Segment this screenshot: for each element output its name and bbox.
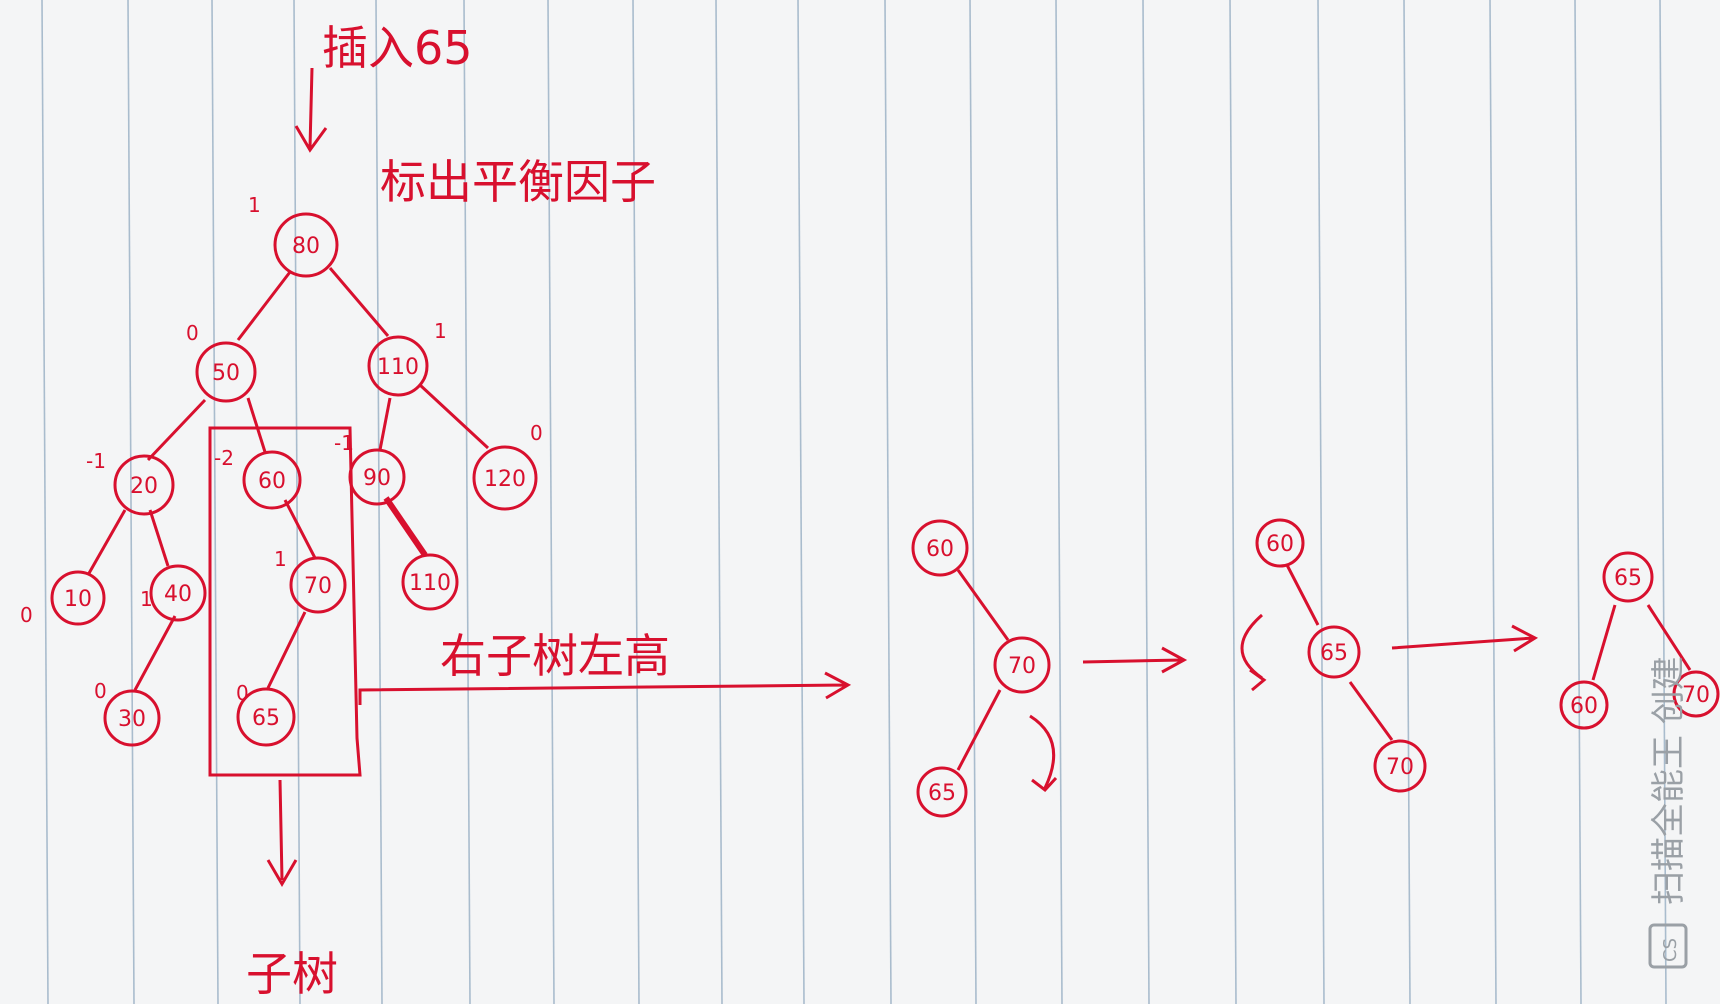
tree-edges (86, 267, 490, 691)
svg-text:20: 20 (130, 474, 158, 499)
tree-node-65: 65 0 (236, 681, 296, 747)
svg-text:65: 65 (252, 706, 280, 731)
notebook-rule-line (375, 0, 383, 1004)
notebook-rule-line (1574, 0, 1582, 1004)
step2-node-60: 60 (1255, 518, 1305, 568)
notebook-rule-line (1659, 0, 1667, 1004)
notebook-rule-line (1317, 0, 1325, 1004)
balance-factor: 0 (186, 321, 199, 345)
svg-text:70: 70 (1682, 683, 1710, 708)
tree-node-70: 70 1 (274, 547, 347, 614)
balance-factor: 0 (20, 603, 33, 627)
svg-text:110: 110 (377, 355, 419, 380)
step1-node-65: 65 (916, 766, 968, 818)
svg-text:50: 50 (212, 361, 240, 386)
tree-node-40: 40 1 (140, 564, 207, 622)
step1-edges (956, 569, 1058, 793)
notebook-rule-line (463, 0, 471, 1004)
notebook-rule-line (1142, 0, 1150, 1004)
tree-node-90: 90 -1 (334, 431, 406, 506)
step3-node-65: 65 (1602, 551, 1654, 603)
step1-node-60: 60 (911, 519, 969, 577)
notebook-rule-line (293, 0, 301, 1004)
balance-factor: -1 (334, 431, 354, 455)
tree-node-30: 30 0 (94, 679, 161, 747)
right-arrow-icon (1082, 646, 1188, 674)
right-subtree-annotation: 右子树左高 (440, 629, 670, 683)
step2-node-65: 65 (1307, 625, 1361, 679)
svg-text:90: 90 (363, 466, 391, 491)
svg-text:60: 60 (1266, 532, 1294, 557)
balance-factor: 0 (236, 681, 249, 705)
notebook-rule-line (632, 0, 640, 1004)
tree-node-110: 110 1 (367, 319, 447, 397)
svg-text:65: 65 (1614, 566, 1642, 591)
step1-node-70: 70 (993, 636, 1051, 694)
svg-text:CS: CS (1660, 938, 1681, 962)
step3-edges (1591, 604, 1692, 681)
notebook-rule-line (1229, 0, 1237, 1004)
down-arrow-icon (266, 779, 298, 887)
svg-text:80: 80 (292, 234, 320, 259)
balance-factor: 0 (94, 679, 107, 703)
tree-node-80: 80 1 (248, 193, 339, 278)
balance-factor: -2 (214, 446, 234, 470)
step3-node-60: 60 (1559, 680, 1609, 730)
notebook-rule-line (127, 0, 135, 1004)
svg-text:40: 40 (164, 582, 192, 607)
unbalanced-subtree-box (208, 426, 362, 777)
balance-factor: 1 (274, 547, 287, 571)
svg-text:10: 10 (64, 587, 92, 612)
notebook-rule-line (884, 0, 892, 1004)
notebook-rule-line (211, 0, 219, 1004)
tree-node-50: 50 0 (186, 321, 257, 403)
insert-annotation: 插入65 (322, 21, 473, 75)
tree-node-20: 20 -1 (86, 449, 175, 516)
balance-factor: 0 (530, 421, 543, 445)
step3-node-70: 70 (1672, 670, 1720, 718)
notebook-rule-line (1489, 0, 1497, 1004)
step2-edges (1240, 564, 1394, 741)
svg-text:120: 120 (484, 467, 526, 492)
balance-factor: 1 (434, 319, 447, 343)
notebook-rule-line (1403, 0, 1411, 1004)
tree-node-10: 10 0 (20, 570, 106, 627)
mark-balance-annotation: 标出平衡因子 (380, 155, 656, 209)
right-arrow-icon (1391, 624, 1539, 653)
svg-text:60: 60 (1570, 694, 1598, 719)
svg-text:60: 60 (926, 537, 954, 562)
tree-node-110-child: 110 (401, 553, 459, 611)
svg-text:扫描全能王 创建: 扫描全能王 创建 (1649, 656, 1689, 905)
subtree-annotation: 子树 (246, 947, 338, 1001)
svg-text:110: 110 (409, 571, 451, 596)
tree-node-120: 120 0 (472, 421, 543, 511)
notebook-lines (41, 0, 1667, 1004)
tree-node-60: 60 -2 (214, 446, 302, 510)
right-arrow-icon (358, 671, 852, 705)
scanner-watermark: 扫描全能王 创建 CS (1648, 656, 1689, 969)
balance-factor: 1 (248, 193, 261, 217)
notebook-rule-line (547, 0, 555, 1004)
balance-factor: 1 (140, 587, 153, 611)
svg-text:60: 60 (258, 469, 286, 494)
svg-text:70: 70 (1386, 755, 1414, 780)
notebook-rule-line (969, 0, 977, 1004)
svg-text:70: 70 (304, 574, 332, 599)
notebook-rule-line (797, 0, 805, 1004)
notebook-rule-line (715, 0, 723, 1004)
down-arrow-icon (294, 67, 328, 153)
notebook-rule-line (1055, 0, 1063, 1004)
step2-node-70: 70 (1373, 739, 1427, 793)
balance-factor: -1 (86, 449, 106, 473)
svg-text:65: 65 (1320, 641, 1348, 666)
svg-text:65: 65 (928, 781, 956, 806)
scanner-logo-icon (1648, 923, 1688, 969)
svg-text:30: 30 (118, 707, 146, 732)
svg-text:70: 70 (1008, 654, 1036, 679)
notebook-rule-line (41, 0, 49, 1004)
